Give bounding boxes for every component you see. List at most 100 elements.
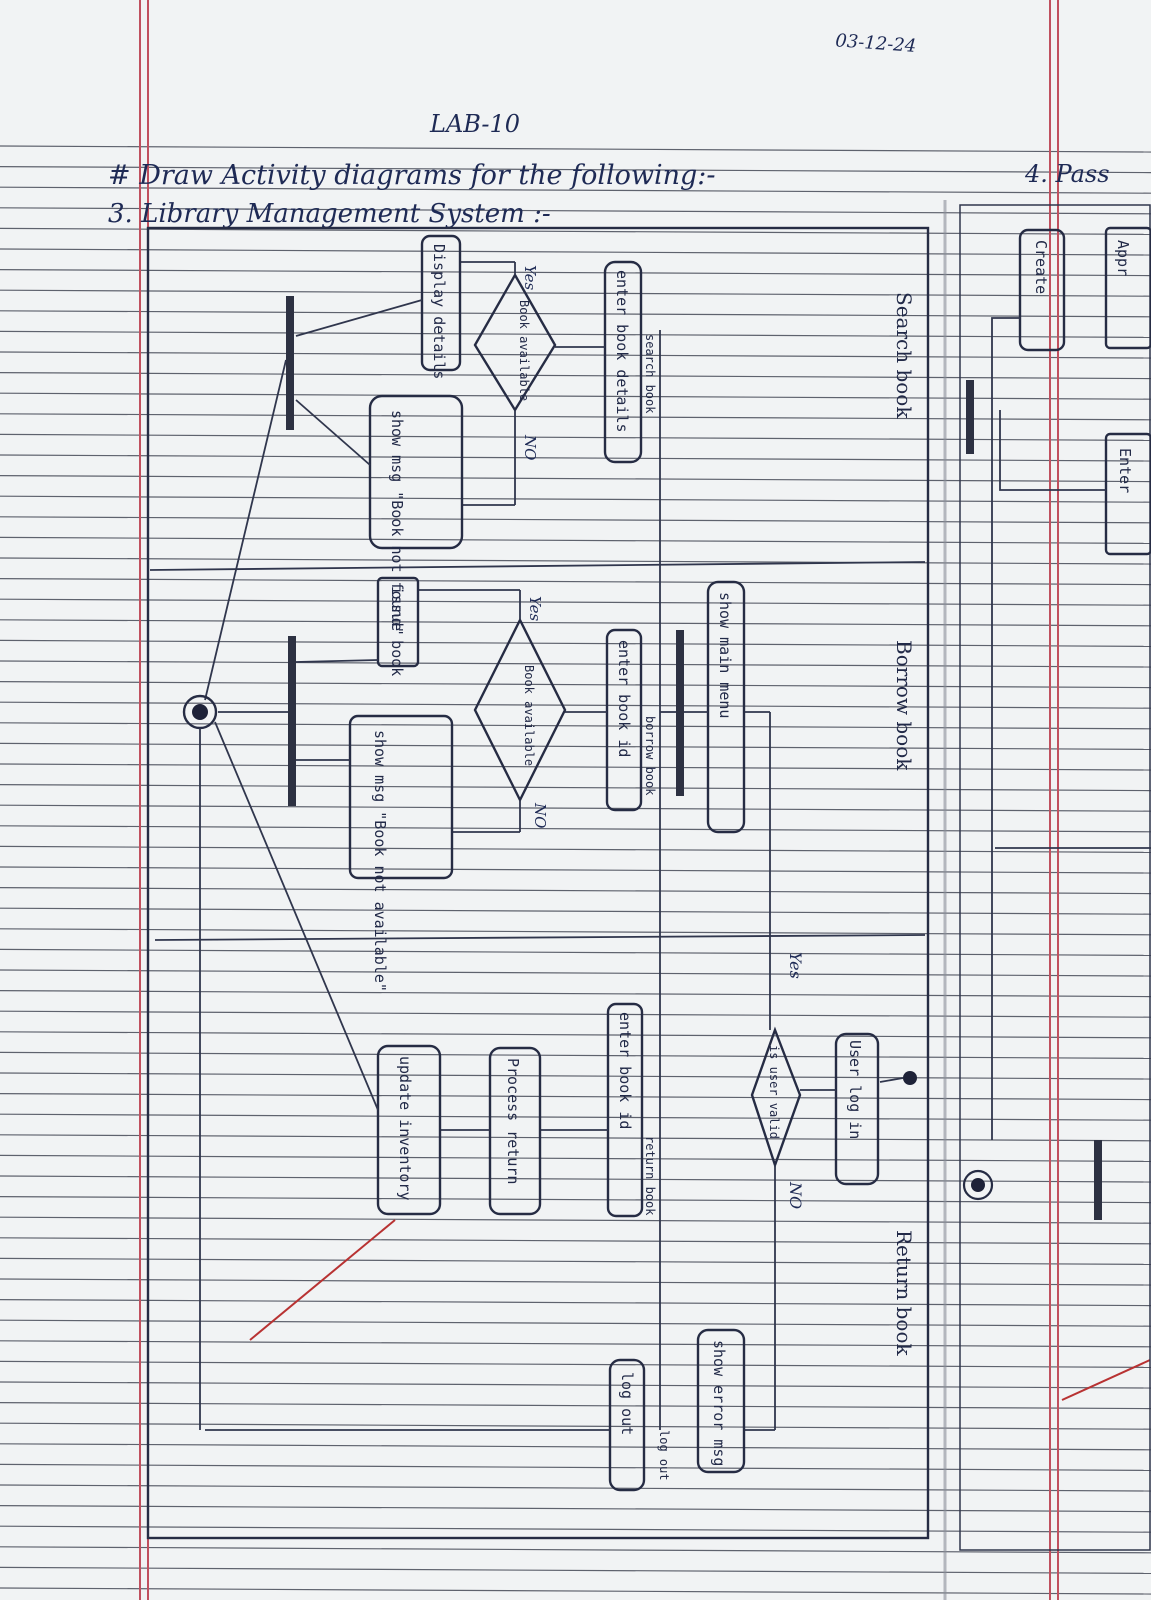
ruled-line	[0, 207, 1151, 215]
edge-notfound-merge	[295, 399, 371, 466]
ruled-line	[0, 1257, 1151, 1266]
edge-issue-merge	[295, 659, 379, 663]
ruled-line	[0, 639, 1151, 648]
label-borrow-book: borrow book	[643, 716, 657, 796]
ruled-line	[0, 1525, 1151, 1533]
decision-is-user-valid-label: is user valid	[767, 1045, 781, 1139]
ruled-line	[0, 330, 1151, 338]
ruled-line	[0, 1154, 1151, 1163]
ruled-line	[0, 516, 1151, 524]
final-node-inner	[192, 704, 208, 720]
ruled-line	[0, 1092, 1151, 1101]
node-process-return-label: Process return	[504, 1058, 522, 1184]
ruled-line	[0, 1237, 1151, 1245]
ruled-line	[0, 1216, 1151, 1224]
label-log-out-edge: log out	[657, 1430, 671, 1481]
label-yes-found: Yes	[521, 265, 539, 290]
ruled-line	[0, 907, 1151, 915]
node-user-login	[834, 1032, 880, 1186]
initial-node	[903, 1071, 917, 1085]
next-page-box-2-label: Appr	[1114, 240, 1132, 276]
next-page-edge-1	[991, 317, 1020, 1140]
ruled-line	[0, 1401, 1151, 1410]
label-no-valid: NO	[786, 1181, 805, 1209]
ruled-line	[0, 1298, 1151, 1307]
lab-title: LAB-10	[429, 110, 520, 138]
edge-start-login	[879, 1077, 904, 1083]
ruled-line	[0, 619, 1151, 627]
ruled-line	[0, 495, 1151, 503]
ruled-line	[0, 413, 1151, 421]
ruled-line	[0, 1566, 1151, 1575]
ruled-line	[0, 145, 1151, 153]
ruled-line	[0, 248, 1151, 256]
ruled-line	[0, 660, 1151, 668]
next-page-box-3-label: Enter	[1116, 448, 1134, 493]
red-pen-mark-next	[1061, 1359, 1151, 1401]
next-page-frame	[959, 204, 1151, 1551]
ruled-line	[0, 1381, 1151, 1389]
ruled-line	[0, 1443, 1151, 1451]
ruled-line	[0, 433, 1151, 441]
node-enter-book-details	[603, 260, 643, 464]
next-page-heading: 4. Pass	[1024, 160, 1110, 188]
ruled-line	[0, 886, 1151, 895]
node-log-out	[608, 1358, 646, 1492]
label-yes-valid: Yes	[786, 952, 805, 979]
next-page-final-node-inner	[971, 1178, 985, 1192]
next-page-bar-2	[1094, 1140, 1102, 1220]
task-heading: # Draw Activity diagrams for the followi…	[108, 160, 716, 191]
node-enter-book-id-return	[606, 1002, 644, 1218]
node-process-return	[488, 1046, 542, 1216]
label-no-found: NO	[521, 434, 539, 460]
node-show-msg-not-available-label: show msg "Book not available"	[371, 730, 389, 992]
ruled-line	[0, 1051, 1151, 1060]
ruled-line	[0, 1504, 1151, 1513]
ruled-line	[0, 928, 1151, 936]
next-page-bar-1	[966, 380, 974, 454]
ruled-line	[0, 475, 1151, 483]
next-page-box-3	[1104, 432, 1151, 556]
node-issue-book-label: issue book	[388, 586, 406, 676]
label-search-book: search book	[643, 334, 657, 414]
ruled-line	[0, 948, 1151, 957]
node-issue-book	[376, 576, 420, 668]
ruled-line	[0, 1360, 1151, 1369]
ruled-line	[0, 1422, 1151, 1430]
edge-search-final	[204, 359, 287, 701]
node-show-msg-not-found	[368, 394, 464, 550]
node-enter-book-details-label: enter book details	[613, 270, 631, 433]
ruled-line	[0, 1195, 1151, 1204]
ruled-line	[0, 269, 1151, 277]
label-yes-avail: Yes	[526, 596, 544, 621]
ruled-line	[0, 1546, 1151, 1554]
ruled-line	[0, 1010, 1151, 1018]
node-update-inventory-label: update inventory	[396, 1056, 414, 1201]
ruled-line	[0, 866, 1151, 874]
ruled-line	[0, 557, 1151, 565]
ruled-line	[0, 701, 1151, 709]
node-show-main-menu-label: show main menu	[716, 592, 734, 718]
edge-display-merge	[295, 299, 423, 337]
lane-label-return: Return book	[892, 1230, 916, 1356]
node-show-error	[696, 1328, 746, 1474]
ruled-line	[0, 1113, 1151, 1121]
edge-update-final	[214, 721, 379, 1111]
red-pen-tick	[249, 1219, 396, 1341]
node-display-details	[420, 234, 462, 372]
ruled-line	[0, 722, 1151, 730]
ruled-line	[0, 1134, 1151, 1142]
subtask-heading: 3. Library Management System :-	[108, 199, 551, 229]
ruled-line	[0, 536, 1151, 545]
decision-book-available-search-label: Book available	[517, 300, 531, 401]
ruled-line	[0, 1319, 1151, 1327]
node-show-main-menu	[706, 580, 746, 834]
ruled-line	[0, 392, 1151, 400]
ruled-line	[0, 680, 1151, 689]
ruled-line	[0, 804, 1151, 812]
decision-book-available-search	[473, 272, 557, 413]
ruled-line	[0, 742, 1151, 751]
